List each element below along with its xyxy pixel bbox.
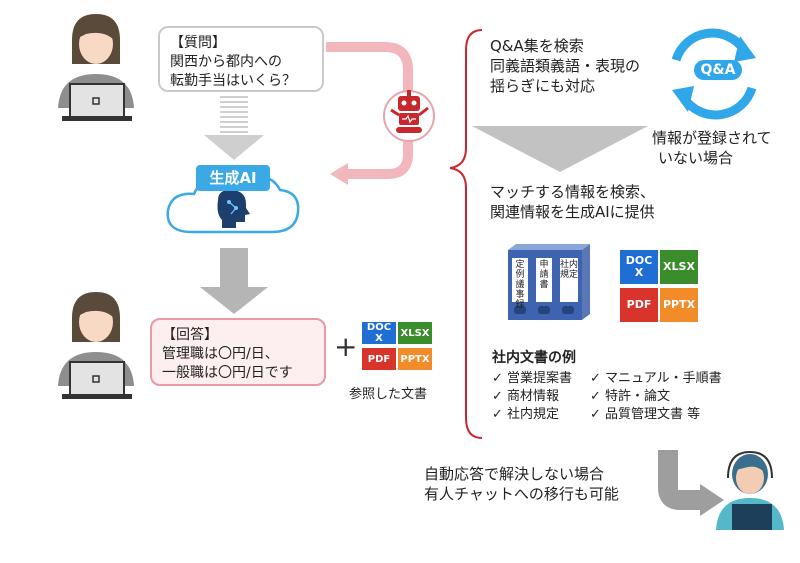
check-item: ✓ 特許・論文 xyxy=(590,389,671,404)
question-line2: 転勤手当はいくら？ xyxy=(170,73,296,89)
ai-label: 生成AI xyxy=(196,165,270,191)
escalation-line2: 有人チャットへの移行も可能 xyxy=(424,485,619,503)
robot-icon xyxy=(383,90,435,142)
check-item: ✓ 営業提案書 xyxy=(492,371,573,386)
internal-docs-col2: ✓ マニュアル・手順書 ✓ 特許・論文 ✓ 品質管理文書 等 xyxy=(590,370,722,424)
pdf-icon: PDF xyxy=(362,348,396,370)
user-laptop-icon-top xyxy=(58,14,134,121)
answer-line1: 管理職は〇円/日、 xyxy=(162,346,279,362)
check-item: ✓ 商材情報 xyxy=(492,389,560,404)
operator-icon xyxy=(716,450,784,530)
answer-line2: 一般職は〇円/日です xyxy=(162,365,293,381)
doc-type-icons: DOC X XLSX PDF PPTX xyxy=(620,250,700,322)
ai-brain-icon xyxy=(217,190,250,228)
binder-label-2: 申請書 xyxy=(539,260,549,290)
check-item-label: 社内規定 xyxy=(507,407,560,422)
internal-docs-title: 社内文書の例 xyxy=(492,350,576,366)
question-bubble: 【質問】 関西から都内への 転勤手当はいくら？ xyxy=(158,26,324,92)
match-line1: マッチする情報を検索、 xyxy=(490,183,656,201)
pptx-icon: PPTX xyxy=(398,348,432,370)
referenced-docs-label: 参照した文書 xyxy=(349,387,428,402)
check-item-label: 商材情報 xyxy=(507,389,560,404)
qa-line1: Q&A集を検索 xyxy=(490,37,584,55)
check-item: ✓ 品質管理文書 等 xyxy=(590,407,701,422)
xlsx-icon: XLSX xyxy=(398,322,432,344)
check-item-label: 営業提案書 xyxy=(507,371,573,386)
doc-icon: DOC X xyxy=(362,322,396,344)
check-item: ✓ 社内規定 xyxy=(492,407,560,422)
qa-cycle-icon xyxy=(671,28,757,120)
qa-icon-label: Q&A xyxy=(694,60,742,80)
answer-tag: 【回答】 xyxy=(162,327,218,343)
internal-docs-col1: ✓ 営業提案書 ✓ 商材情報 ✓ 社内規定 xyxy=(492,370,572,424)
doc-icon-large: DOC X xyxy=(620,250,658,284)
plus-sign: + xyxy=(334,330,358,363)
check-item-label: マニュアル・手順書 xyxy=(605,371,722,386)
check-item: ✓ マニュアル・手順書 xyxy=(590,371,722,386)
question-tag: 【質問】 xyxy=(170,35,226,51)
user-laptop-icon-bottom xyxy=(58,292,134,399)
referenced-docs-icons: DOC X XLSX PDF PPTX xyxy=(362,322,434,376)
escalation-line1: 自動応答で解決しない場合 xyxy=(424,465,605,483)
qa-line3: 揺らぎにも対応 xyxy=(490,77,596,95)
match-line2: 関連情報を生成AIに提供 xyxy=(490,203,655,221)
pptx-icon-large: PPTX xyxy=(660,288,698,322)
not-registered-note: 情報が登録されて いない場合 xyxy=(652,128,772,168)
binders-illustration xyxy=(508,244,590,320)
answer-bubble: 【回答】 管理職は〇円/日、 一般職は〇円/日です xyxy=(150,318,326,386)
qa-description: Q&A集を検索 同義語類義語・表現の 揺らぎにも対応 xyxy=(490,36,640,96)
escalation-note: 自動応答で解決しない場合 有人チャットへの移行も可能 xyxy=(424,464,619,504)
not-registered-line1: 情報が登録されて xyxy=(652,129,772,147)
qa-line2: 同義語類義語・表現の xyxy=(490,57,641,75)
curly-brace xyxy=(449,29,483,439)
gray-down-triangle xyxy=(472,126,648,172)
question-line1: 関西から都内への xyxy=(170,54,282,70)
check-item-label: 品質管理文書 等 xyxy=(605,407,701,422)
not-registered-line2: いない場合 xyxy=(658,149,734,167)
escalation-arrow xyxy=(658,450,724,516)
striped-down-arrow xyxy=(204,96,264,160)
binder-label-1: 定例議事録 xyxy=(515,260,525,310)
xlsx-icon-large: XLSX xyxy=(660,250,698,284)
gray-down-arrow xyxy=(200,248,268,314)
check-item-label: 特許・論文 xyxy=(605,389,671,404)
pdf-icon-large: PDF xyxy=(620,288,658,322)
match-description: マッチする情報を検索、 関連情報を生成AIに提供 xyxy=(490,182,655,222)
binder-label-3: 社内規定 xyxy=(560,260,579,280)
